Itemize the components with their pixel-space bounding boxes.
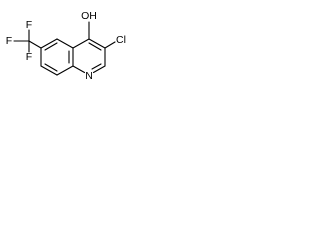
bond-c4a-c5 <box>56 65 74 76</box>
fluorine-top-label: F <box>26 19 32 31</box>
double-bond-c5-c6 <box>44 63 58 72</box>
bond-c7-c8 <box>40 38 58 49</box>
fluorine-left-label: F <box>6 35 12 47</box>
double-bond-c2-n1 <box>91 63 102 70</box>
bond-n1-c4a <box>72 65 86 74</box>
double-bond-c4-c3 <box>88 42 102 51</box>
bond-c2-n1 <box>92 65 106 74</box>
atom-labels: OH Cl N F F F <box>6 10 126 82</box>
bond-layer <box>13 21 116 76</box>
chlorine-label: Cl <box>116 34 126 46</box>
structure-diagram: OH Cl N F F F <box>0 0 134 93</box>
bond-c7-cf3 <box>28 40 42 49</box>
nitrogen-label: N <box>85 70 93 82</box>
bond-c4-c3 <box>88 38 106 49</box>
hydroxyl-label: OH <box>81 10 97 22</box>
bond-c5-c6 <box>40 65 58 76</box>
double-bond-c7-c8 <box>44 42 58 51</box>
bond-c3-cl <box>104 41 116 49</box>
bond-c8a-c4 <box>72 38 90 49</box>
fluorine-bottom-label: F <box>26 51 32 63</box>
quinoline-structure: OH Cl N F F F <box>6 10 126 82</box>
bond-c8-c8a <box>56 38 74 49</box>
